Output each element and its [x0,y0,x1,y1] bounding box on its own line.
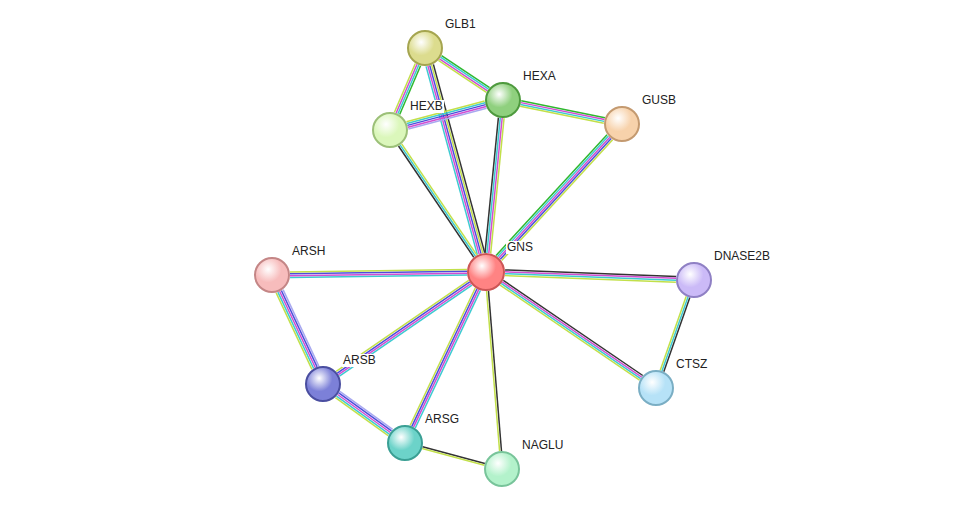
interaction-edge [406,101,486,129]
evidence-line [415,290,480,428]
evidence-line [496,135,607,256]
node-label: ARSG [424,413,460,426]
evidence-line [337,282,470,373]
evidence-line [399,146,474,257]
evidence-line [488,291,501,451]
node-label: HEXB [409,100,444,113]
evidence-line [414,290,479,428]
evidence-line [428,66,479,254]
node-label: DNASE2B [713,250,771,263]
evidence-line [423,447,485,464]
interaction-edge [336,280,472,376]
evidence-line [280,291,316,367]
interaction-edge [276,290,319,370]
interaction-edge [399,144,477,257]
protein-node: NAGLU [484,451,520,487]
evidence-line [406,101,484,122]
evidence-line [290,269,467,271]
interaction-edge [410,288,480,428]
interaction-edge [438,56,489,93]
protein-node: ARSG [387,425,423,461]
evidence-line [439,59,487,91]
protein-node: GNS [467,253,505,291]
evidence-line [442,56,490,88]
node-label: HEXA [522,70,557,83]
evidence-line [505,276,676,283]
interaction-edge [496,135,613,261]
evidence-line [281,291,317,367]
evidence-line [497,136,608,257]
evidence-line [502,140,613,261]
interaction-edge [485,118,504,254]
evidence-line [520,106,604,123]
interaction-edge [505,270,676,282]
evidence-line [438,60,486,92]
interaction-edge [487,291,502,451]
evidence-line [402,144,477,255]
evidence-line [491,118,504,253]
evidence-line [487,118,500,253]
evidence-line [521,103,605,120]
evidence-line [503,280,642,375]
evidence-line [501,283,640,378]
evidence-line [400,145,475,256]
evidence-line [337,396,390,434]
evidence-line [422,449,484,466]
protein-node: ARSB [305,366,341,402]
interaction-edge [335,391,392,435]
protein-node: HEXB [372,112,408,148]
node-label: GNS [506,241,534,254]
evidence-line [278,292,314,368]
evidence-line [338,395,391,433]
protein-node: GLB1 [407,30,443,66]
interaction-edge [500,280,643,380]
evidence-line [502,282,641,377]
evidence-line [338,284,471,375]
evidence-line [487,291,500,451]
evidence-line [339,393,392,431]
evidence-line [485,118,498,253]
evidence-line [426,66,477,254]
evidence-line [340,391,393,429]
node-label: GLB1 [444,18,477,31]
protein-node: HEXA [485,82,521,118]
node-label: NAGLU [521,439,564,452]
evidence-line [410,288,475,426]
protein-node: CTSZ [638,370,674,406]
evidence-line [500,139,611,260]
node-label: GUSB [641,94,677,107]
evidence-line [500,285,639,380]
protein-node: DNASE2B [676,262,712,298]
node-label: ARSH [291,245,326,258]
protein-node: GUSB [604,106,640,142]
interaction-edge [290,269,467,277]
evidence-line [276,293,312,369]
node-label: CTSZ [675,358,708,371]
evidence-line [339,285,472,376]
evidence-line [499,137,610,258]
interaction-edge [422,447,485,466]
protein-node: ARSH [254,257,290,293]
evidence-line [412,289,477,427]
evidence-line [283,290,319,366]
evidence-line [433,64,484,252]
evidence-line [489,118,502,253]
interaction-edge [520,101,605,123]
evidence-line [335,398,388,436]
evidence-line [520,104,604,121]
evidence-line [441,57,489,89]
node-label: ARSB [342,354,377,367]
